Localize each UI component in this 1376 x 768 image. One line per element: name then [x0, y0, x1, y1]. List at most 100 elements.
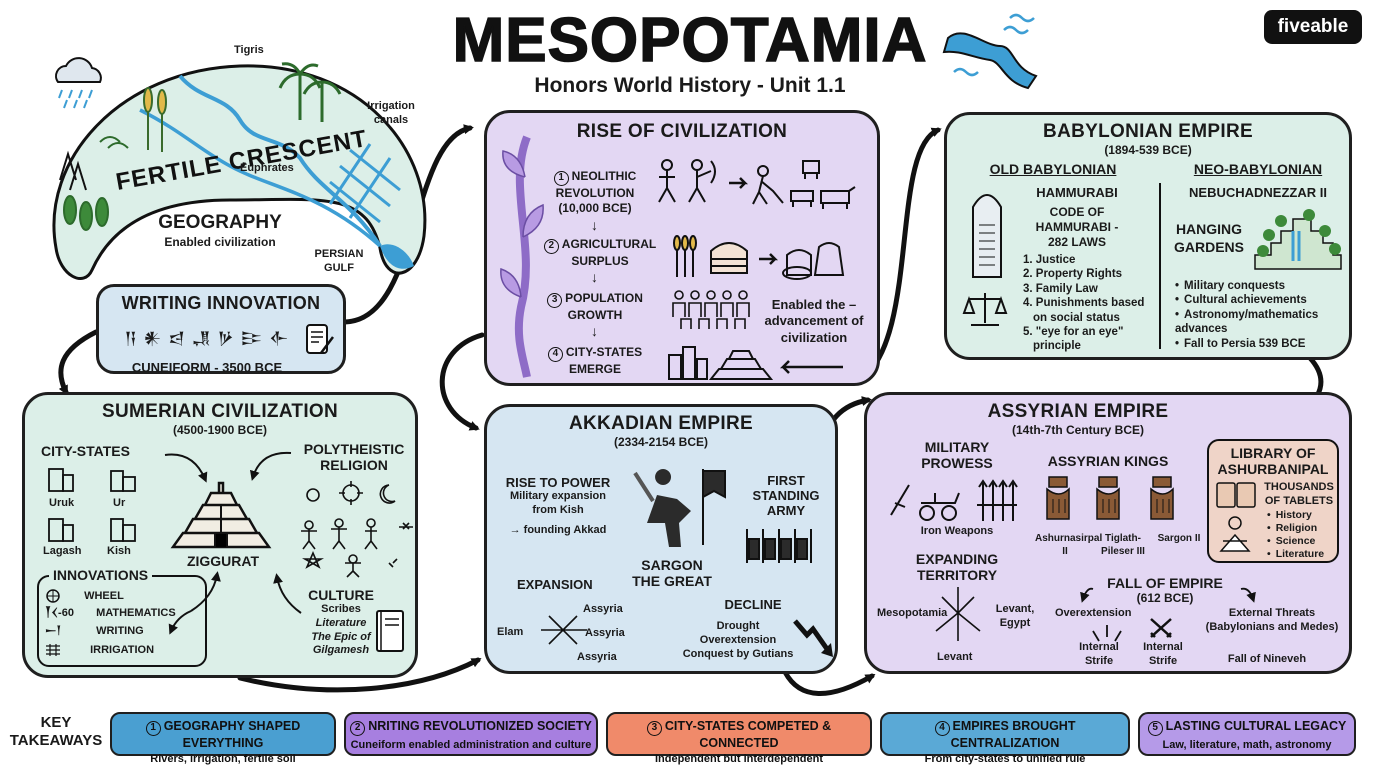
law-item: 5. "eye for an eye"	[1023, 325, 1124, 338]
army-line: STANDING	[752, 488, 820, 503]
takeaway-number: 3	[646, 721, 662, 736]
decline-item: Overextension	[699, 633, 777, 646]
innovation-glyph: 𒐕𒌋-60	[45, 607, 74, 619]
law-item: principle	[1033, 340, 1081, 353]
code-line: CODE OF	[1049, 205, 1105, 219]
crossed-swords-icon	[1150, 618, 1172, 638]
geography-title: GEOGRAPHY	[158, 212, 282, 233]
sumer-panel: SUMERIAN CIVILIZATION (4500-1900 BCE) CI…	[22, 392, 418, 678]
down-arrow-icon: ↓	[591, 217, 598, 233]
step-label: CITY-STATES	[565, 345, 643, 359]
library-box: LIBRARY OF ASHURBANIPAL THOUSANDS OF TAB…	[1207, 439, 1339, 563]
expansion-assyria-1: Assyria	[583, 603, 623, 615]
arrow-akkad-to-decline	[782, 669, 876, 696]
scales-of-justice-icon	[962, 293, 1008, 326]
tablet-topic: Literature	[1267, 548, 1324, 561]
writing-title: WRITING INNOVATION	[121, 293, 321, 313]
military-line: PROWESS	[921, 455, 993, 471]
old-babylon-heading: OLD BABYLONIAN	[989, 161, 1117, 177]
territory-line: TERRITORY	[916, 567, 998, 583]
ziggurat-label: ZIGGURAT	[186, 553, 260, 569]
rise-title: RISE OF CIVILIZATION	[576, 121, 788, 142]
culture-scribes: Scribes	[321, 603, 361, 615]
rise-to-power-line: from Kish	[532, 503, 584, 516]
step-label: SURPLUS	[571, 254, 629, 268]
clay-tablets-icon	[1216, 482, 1256, 552]
fall-title: FALL OF EMPIRE	[1107, 575, 1223, 591]
rise-note-line: advancement of	[764, 313, 864, 329]
neo-point: Cultural achievements	[1175, 293, 1345, 307]
babylon-panel: BABYLONIAN EMPIRE (1894-539 BCE) OLD BAB…	[944, 112, 1352, 360]
innovation-label: WHEEL	[84, 589, 124, 602]
takeaways-label: KEY TAKEAWAYS	[8, 714, 104, 750]
law-item: on social status	[1033, 311, 1120, 324]
irrigation-label: Irrigation canals	[367, 100, 415, 126]
rise-note-line: civilization	[780, 329, 848, 345]
step-label: AGRICULTURAL	[561, 237, 657, 251]
army-line: ARMY	[766, 503, 806, 518]
territory-east-line: Levant,	[995, 603, 1035, 615]
laws-list: 1. Justice 2. Property Rights 3. Family …	[1023, 253, 1159, 354]
nebuchadnezzar-name: NEBUCHADNEZZAR II	[1189, 185, 1327, 200]
culture-literature: Literature	[315, 616, 367, 629]
territory-arrows-icon	[935, 587, 981, 641]
religion-line: POLYTHEISTIC	[303, 441, 405, 457]
territory-center: Mesopotamia	[877, 607, 948, 619]
expansion-arrows-icon	[541, 615, 587, 645]
cities-icon	[48, 468, 136, 542]
code-line: HAMMURABI -	[1035, 220, 1119, 234]
law-item: 3. Family Law	[1023, 282, 1098, 295]
assyria-title: ASSYRIAN EMPIRE	[987, 401, 1169, 422]
culture-gilgamesh: Gilgamesh	[312, 644, 370, 657]
fall-overextension: Overextension	[1055, 607, 1132, 619]
hammurabi-name: HAMMURABI	[1036, 185, 1118, 200]
fall-of-empire: FALL OF EMPIRE (612 BCE)	[1095, 575, 1235, 605]
neo-point: Military conquests	[1175, 279, 1345, 293]
takeaway-title: LASTING CULTURAL LEGACY	[1165, 719, 1347, 733]
babylon-title: BABYLONIAN EMPIRE	[1043, 121, 1253, 142]
innovation-row: IRRIGATION	[45, 643, 154, 658]
gardens-line: GARDENS	[1173, 238, 1244, 255]
rise-note: Enabled the – advancement of civilizatio…	[759, 297, 869, 346]
gulf-line-2: GULF	[324, 261, 354, 274]
header: MESOPOTAMIA Honors World History - Unit …	[430, 5, 950, 98]
tablets-label: THOUSANDS OF TABLETS	[1259, 481, 1339, 509]
library-line: ASHURBANIPAL	[1217, 461, 1329, 477]
territory-east: Levant, Egypt	[987, 603, 1043, 631]
rise-to-power: RISE TO POWER Military expansion from Ki…	[493, 475, 623, 537]
right-arrow-icon: →	[509, 523, 524, 536]
step-label: POPULATION	[565, 291, 643, 305]
step-label: NEOLITHIC	[571, 169, 637, 183]
grain-storage-icon	[673, 235, 845, 280]
neo-babylon-heading: NEO-BABYLONIAN	[1193, 161, 1323, 177]
city-uruk: Uruk	[49, 497, 75, 509]
rain-cloud-icon	[55, 57, 102, 109]
gardens-line: HANGING	[1175, 221, 1243, 237]
hunters-farmers-icon	[658, 159, 856, 209]
sumer-title: SUMERIAN CIVILIZATION	[101, 401, 339, 422]
decline-section: DECLINE Drought Overextension Conquest b…	[673, 597, 803, 661]
tablets-line: THOUSANDS	[1264, 481, 1334, 493]
fall-internal-1: Internal Strife	[1069, 641, 1129, 669]
takeaway-sub: Cuneiform enabled administration and cul…	[350, 739, 592, 751]
expanding-territory: EXPANDING TERRITORY	[897, 551, 1017, 583]
innovation-row: WHEEL	[45, 589, 124, 604]
takeaway-number: 1	[145, 721, 161, 736]
river-icon	[942, 13, 1038, 90]
fall-arrows-icon	[1080, 587, 1256, 642]
expansion-assyria-3: Assyria	[577, 651, 617, 663]
page-subtitle: Honors World History - Unit 1.1	[534, 74, 846, 97]
brand-logo[interactable]: fiveable	[1264, 10, 1362, 44]
sargon-name: SARGON THE GREAT	[627, 557, 717, 589]
takeaways-line: KEY	[40, 714, 72, 731]
innovation-label: IRRIGATION	[90, 643, 155, 656]
code-line: 282 LAWS	[1047, 235, 1107, 249]
decline-item: Conquest by Gutians	[682, 647, 794, 660]
innovation-row: 𒀸𒁹 WRITING	[45, 625, 144, 639]
takeaway-number: 2	[350, 721, 366, 736]
tigris-label: Tigris	[234, 44, 264, 56]
stele-icon	[972, 194, 1002, 278]
population-icon	[672, 290, 750, 329]
